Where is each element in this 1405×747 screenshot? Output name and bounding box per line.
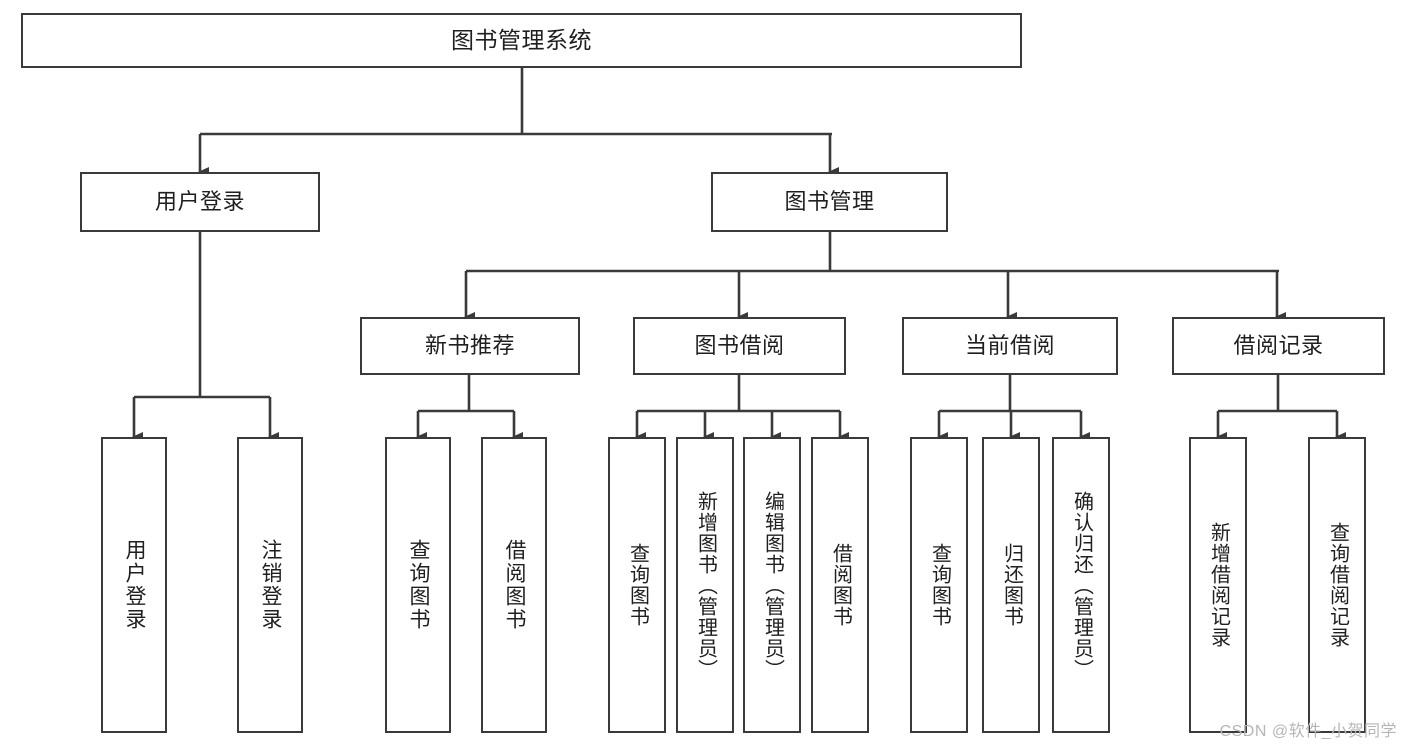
leaf-query-book-3[interactable]: 查询图书 — [910, 437, 968, 733]
node-book-management[interactable]: 图书管理 — [711, 172, 948, 232]
node-label: 借阅记录 — [1233, 333, 1324, 359]
leaf-add-borrow-record[interactable]: 新增借阅记录 — [1189, 437, 1247, 733]
node-label: 图书管理系统 — [451, 26, 592, 53]
leaf-borrow-book-2[interactable]: 借阅图书 — [811, 437, 869, 733]
node-label: 新增图书（管理员） — [694, 490, 717, 680]
leaf-return-book[interactable]: 归还图书 — [982, 437, 1040, 733]
node-label: 图书管理 — [784, 189, 875, 215]
csdn-watermark: CSDN @软件_小贺同学 — [1219, 723, 1397, 740]
node-root-system[interactable]: 图书管理系统 — [21, 13, 1022, 68]
leaf-add-book-admin[interactable]: 新增图书（管理员） — [676, 437, 734, 733]
leaf-logout-login[interactable]: 注销登录 — [237, 437, 303, 733]
node-label: 查询图书 — [407, 539, 431, 631]
node-label: 借阅图书 — [829, 543, 852, 627]
leaf-query-borrow-record[interactable]: 查询借阅记录 — [1308, 437, 1366, 733]
node-label: 查询图书 — [626, 543, 649, 627]
node-current-borrow[interactable]: 当前借阅 — [902, 317, 1118, 375]
node-new-book-recommend[interactable]: 新书推荐 — [360, 317, 580, 375]
node-borrow-record[interactable]: 借阅记录 — [1172, 317, 1385, 375]
leaf-user-login[interactable]: 用户登录 — [101, 437, 167, 733]
leaf-borrow-book-1[interactable]: 借阅图书 — [481, 437, 547, 733]
node-label: 查询图书 — [928, 543, 951, 627]
node-label: 注销登录 — [259, 539, 283, 631]
leaf-edit-book-admin[interactable]: 编辑图书（管理员） — [743, 437, 801, 733]
node-label: 查询借阅记录 — [1326, 522, 1349, 648]
node-label: 归还图书 — [1000, 543, 1023, 627]
node-book-borrow[interactable]: 图书借阅 — [633, 317, 846, 375]
node-label: 编辑图书（管理员） — [761, 490, 784, 680]
node-label: 确认归还（管理员） — [1070, 490, 1093, 680]
node-label: 借阅图书 — [503, 539, 527, 631]
node-label: 用户登录 — [123, 539, 147, 631]
leaf-confirm-return-admin[interactable]: 确认归还（管理员） — [1052, 437, 1110, 733]
node-label: 当前借阅 — [964, 333, 1055, 359]
node-label: 图书借阅 — [694, 333, 785, 359]
node-user-login[interactable]: 用户登录 — [80, 172, 320, 232]
node-label: 新增借阅记录 — [1207, 522, 1230, 648]
node-label: 用户登录 — [154, 189, 245, 215]
leaf-query-book-1[interactable]: 查询图书 — [385, 437, 451, 733]
node-label: 新书推荐 — [424, 333, 515, 359]
leaf-query-book-2[interactable]: 查询图书 — [608, 437, 666, 733]
